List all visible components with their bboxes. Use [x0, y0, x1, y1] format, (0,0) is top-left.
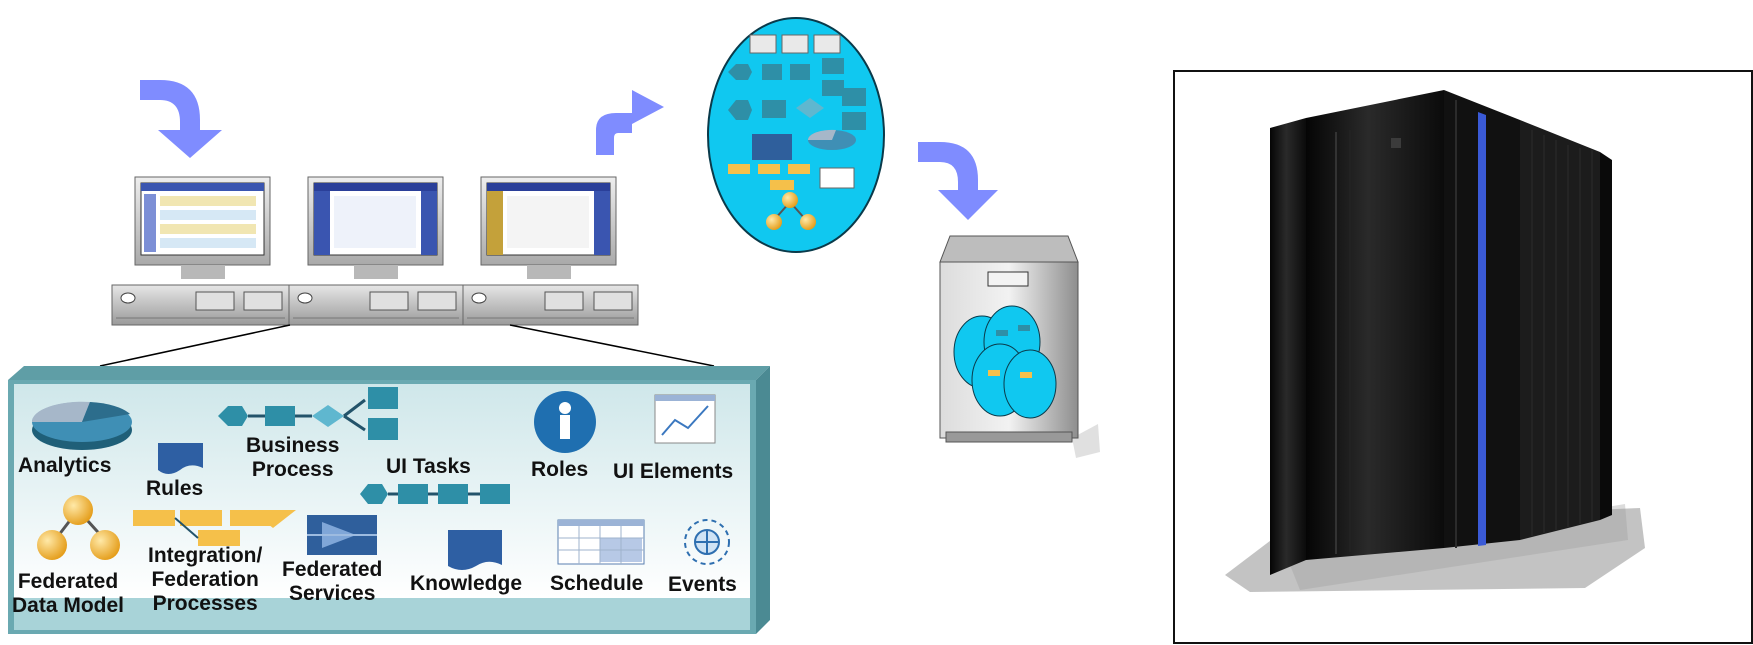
- label-roles: Roles: [531, 458, 589, 481]
- arrow-down-left: [140, 80, 222, 158]
- workstation-2: [307, 176, 444, 279]
- ui-elements-icon: [654, 394, 716, 444]
- business-process-icon: [218, 387, 398, 440]
- federated-data-model-icon: [37, 495, 120, 560]
- schedule-icon: [557, 519, 645, 565]
- model-ellipse: [707, 17, 885, 253]
- workstation-3: [480, 176, 617, 279]
- desktop-bases: [111, 284, 639, 326]
- label-federated-data-model: Federated Data Model: [12, 570, 125, 617]
- label-schedule: Schedule: [550, 572, 644, 595]
- arrow-up-right: [576, 90, 664, 155]
- rules-icon: [158, 443, 203, 474]
- label-ui-elements: UI Elements: [613, 460, 734, 483]
- integration-federation-icon: [133, 510, 296, 546]
- mainframe-photo: [1173, 70, 1753, 644]
- workstation-1: [134, 176, 271, 279]
- label-events: Events: [668, 573, 737, 596]
- ui-tasks-icon: [360, 484, 510, 504]
- label-knowledge: Knowledge: [410, 572, 523, 595]
- label-integration-federation-processes: Integration/ Federation Processes: [148, 544, 263, 615]
- events-icon: [684, 519, 730, 565]
- connector-right: [509, 324, 715, 367]
- analytics-icon: [31, 401, 132, 450]
- connector-left: [99, 324, 291, 367]
- label-federated-services: Federated Services: [282, 558, 383, 605]
- arrow-down-right: [918, 142, 998, 220]
- label-analytics: Analytics: [18, 454, 112, 477]
- label-rules: Rules: [146, 477, 204, 500]
- knowledge-icon: [448, 530, 502, 570]
- federated-services-icon: [307, 515, 377, 555]
- server-icon: [939, 235, 1100, 458]
- label-business-process: Business Process: [246, 434, 340, 481]
- label-ui-tasks: UI Tasks: [386, 455, 471, 478]
- roles-icon: [534, 391, 596, 453]
